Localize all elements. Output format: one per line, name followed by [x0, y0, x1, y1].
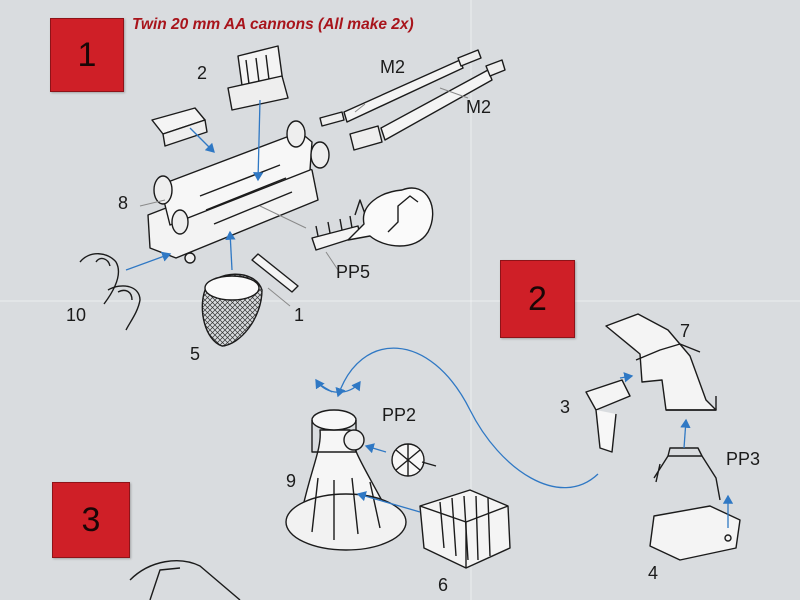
label-part-3: 3 — [560, 397, 571, 417]
step-3-partial-drawing — [129, 560, 241, 600]
ammo-box-part-6 — [419, 489, 511, 569]
paper-fold-horizontal — [0, 300, 800, 302]
label-part-7: 7 — [680, 321, 691, 341]
label-part-4: 4 — [648, 563, 659, 583]
pedestal-part-9 — [285, 409, 407, 551]
label-part-5: 5 — [190, 344, 201, 364]
cradle-part-7 — [605, 313, 717, 411]
label-part-8: 8 — [118, 193, 129, 213]
elevation-arm-part-3 — [585, 379, 631, 453]
label-part-9: 9 — [286, 471, 297, 491]
label-pp3: PP3 — [726, 449, 761, 469]
label-m2-upper: M2 — [380, 57, 406, 77]
assembly-arrows — [125, 99, 734, 528]
step-1-box: 1 — [50, 18, 124, 92]
step-1-number: 1 — [77, 35, 97, 74]
leader-lines — [139, 87, 469, 307]
barrel-m2-lower — [349, 59, 506, 151]
handwheel-pp2 — [391, 443, 437, 477]
step-3-box: 3 — [52, 482, 130, 558]
sight-part-5 — [201, 273, 263, 347]
step-2-box: 2 — [500, 260, 575, 338]
label-m2-lower: M2 — [466, 97, 492, 117]
label-part-10: 10 — [66, 305, 87, 325]
magazine-part-2-upper — [227, 45, 289, 111]
gun-body-part-8 — [147, 120, 330, 264]
photo-etch-pp5 — [311, 199, 366, 251]
label-pp5: PP5 — [336, 262, 371, 282]
label-part-2: 2 — [197, 63, 208, 83]
step-1-title: Twin 20 mm AA cannons (All make 2x) — [132, 16, 414, 33]
shoulder-rest-part-10 — [79, 253, 141, 331]
paper-fold-vertical — [470, 0, 472, 600]
step-3-number: 3 — [81, 500, 101, 539]
barrel-m2-upper — [319, 49, 482, 127]
step-2-number: 2 — [528, 279, 547, 318]
bracket-pp3 — [653, 447, 721, 501]
seat-block-part-4 — [649, 505, 741, 561]
magazine-part-2-lower — [151, 107, 208, 147]
label-pp2: PP2 — [382, 405, 417, 425]
label-part-1: 1 — [294, 305, 305, 325]
detail-callout-bubble — [347, 187, 434, 247]
pin-part-1 — [251, 253, 299, 293]
label-part-6: 6 — [438, 575, 449, 595]
